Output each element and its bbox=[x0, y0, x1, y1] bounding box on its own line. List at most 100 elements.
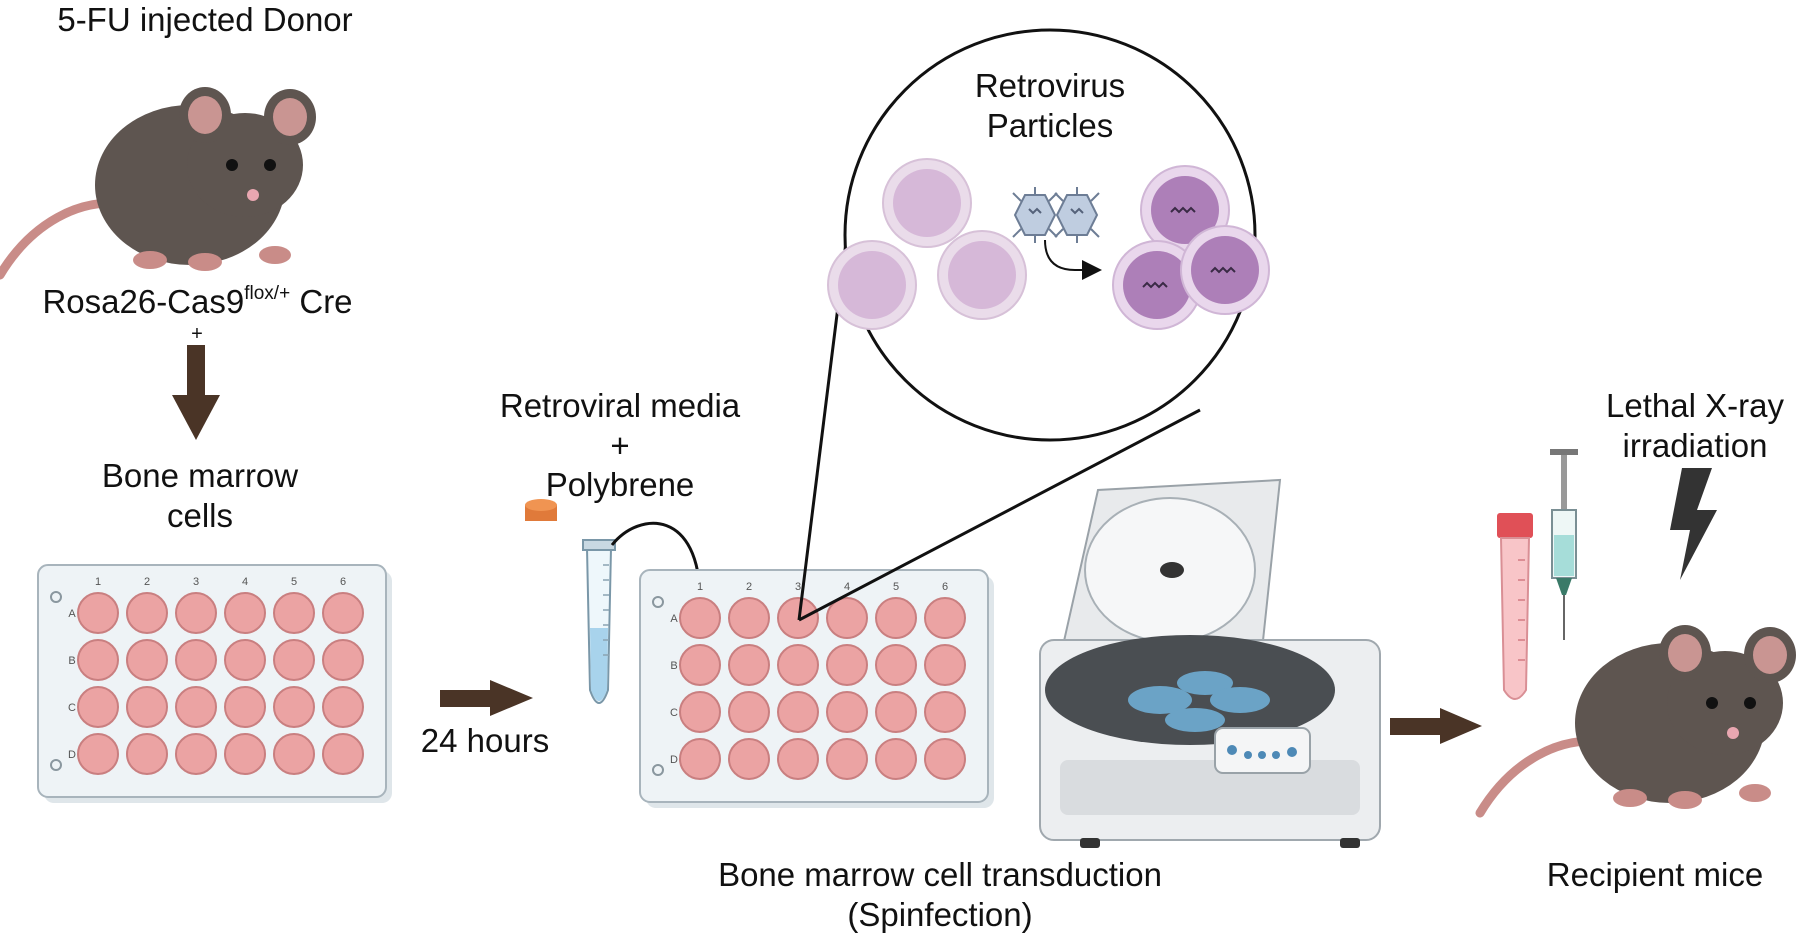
plate-well bbox=[826, 597, 868, 639]
cell-untransduced bbox=[827, 240, 917, 330]
media-line2: Polybrene bbox=[545, 466, 695, 504]
plate-well bbox=[77, 592, 119, 634]
plate-column-label: 1 bbox=[697, 581, 703, 593]
cell-transduced bbox=[1180, 225, 1270, 315]
plate-well bbox=[175, 686, 217, 728]
down-arrow bbox=[172, 345, 220, 440]
plate-well bbox=[126, 639, 168, 681]
plate-well bbox=[875, 644, 917, 686]
plate-column-label: 5 bbox=[893, 581, 899, 593]
plate-column-label: 1 bbox=[95, 576, 101, 588]
plate-column-label: 6 bbox=[942, 581, 948, 593]
plate-well bbox=[126, 733, 168, 775]
genotype-plus: + bbox=[191, 323, 203, 345]
right-arrow-24h bbox=[440, 680, 533, 716]
plate-well bbox=[322, 686, 364, 728]
lightning-bolt-icon bbox=[1670, 468, 1717, 580]
right-arrow-transplant bbox=[1390, 708, 1482, 744]
plate-row-label: C bbox=[670, 707, 678, 719]
conical-tube-icon bbox=[582, 539, 616, 704]
cell-untransduced bbox=[882, 158, 972, 248]
plate-well bbox=[679, 597, 721, 639]
plate-well bbox=[126, 686, 168, 728]
donor-mouse-icon bbox=[0, 87, 316, 275]
genotype-superscript: flox/+ bbox=[244, 283, 291, 304]
plate-well bbox=[728, 644, 770, 686]
plate-well bbox=[273, 639, 315, 681]
plate-well bbox=[826, 738, 868, 780]
plate-well bbox=[777, 738, 819, 780]
plate-column-label: 4 bbox=[242, 576, 248, 588]
zoom-circle bbox=[827, 28, 1270, 442]
media-plus: + bbox=[610, 426, 630, 464]
plate-well bbox=[875, 738, 917, 780]
plate-well bbox=[679, 738, 721, 780]
plate-well bbox=[273, 733, 315, 775]
hours-label: 24 hours bbox=[420, 722, 550, 759]
plate-column-label: 3 bbox=[795, 581, 801, 593]
plate-well bbox=[175, 733, 217, 775]
plate-well bbox=[77, 686, 119, 728]
plate-well bbox=[224, 686, 266, 728]
plate-well bbox=[224, 592, 266, 634]
plate-well bbox=[679, 691, 721, 733]
xray-line2: irradiation bbox=[1622, 426, 1768, 464]
transduction-line2: (Spinfection) bbox=[847, 895, 1033, 933]
plate-well bbox=[826, 691, 868, 733]
plate-well bbox=[924, 738, 966, 780]
bone-marrow-line1: Bone marrow bbox=[101, 457, 299, 494]
plate-row-label: C bbox=[68, 702, 76, 714]
plate-column-label: 5 bbox=[291, 576, 297, 588]
plate-well bbox=[175, 639, 217, 681]
culture-plate-right: 1 2 3 4 5 6A B C D bbox=[639, 569, 994, 808]
plate-row-label: D bbox=[670, 754, 678, 766]
plate-column-label: 4 bbox=[844, 581, 850, 593]
plate-well bbox=[77, 639, 119, 681]
recipient-label: Recipient mice bbox=[1546, 856, 1764, 893]
plate-well bbox=[826, 644, 868, 686]
donor-title: 5-FU injected Donor bbox=[57, 1, 353, 38]
plate-well bbox=[126, 592, 168, 634]
xray-label: Lethal X-ray irradiation bbox=[1590, 386, 1800, 465]
plate-well bbox=[924, 644, 966, 686]
plate-well bbox=[777, 691, 819, 733]
syringe-icon bbox=[1550, 449, 1578, 640]
transduction-line1: Bone marrow cell transduction bbox=[718, 856, 1162, 893]
plate-well bbox=[322, 592, 364, 634]
tube-cap-icon bbox=[525, 499, 557, 521]
plate-row-label: B bbox=[68, 655, 75, 667]
plate-well bbox=[679, 644, 721, 686]
transduction-label: Bone marrow cell transduction (Spinfecti… bbox=[680, 855, 1200, 934]
blood-tube-icon bbox=[1497, 513, 1533, 700]
plate-well bbox=[728, 691, 770, 733]
genotype-suffix: Cre bbox=[290, 283, 353, 320]
plate-well bbox=[175, 592, 217, 634]
centrifuge-icon bbox=[1039, 478, 1381, 848]
media-line1: Retroviral media bbox=[499, 387, 741, 424]
plate-well bbox=[224, 639, 266, 681]
plate-column-label: 6 bbox=[340, 576, 346, 588]
virus-line2: Particles bbox=[986, 106, 1114, 144]
plate-well bbox=[875, 691, 917, 733]
plate-well bbox=[224, 733, 266, 775]
plate-well bbox=[924, 691, 966, 733]
plate-well bbox=[322, 733, 364, 775]
plate-well bbox=[273, 686, 315, 728]
plate-column-label: 2 bbox=[746, 581, 752, 593]
bone-marrow-label: Bone marrow cells bbox=[60, 456, 340, 535]
genotype-label: Rosa26-Cas9flox/+ Cre bbox=[25, 282, 370, 322]
plate-well bbox=[322, 639, 364, 681]
plate-row-label: B bbox=[670, 660, 677, 672]
genotype-main: Rosa26-Cas9 bbox=[42, 283, 245, 320]
plate-row-label: D bbox=[68, 749, 76, 761]
virus-line1: Retrovirus bbox=[974, 67, 1126, 104]
plate-well bbox=[924, 597, 966, 639]
plate-column-label: 3 bbox=[193, 576, 199, 588]
zoom-line-right bbox=[798, 408, 1201, 622]
plate-well bbox=[875, 597, 917, 639]
plate-row-label: A bbox=[68, 608, 76, 620]
plate-well bbox=[273, 592, 315, 634]
plate-row-label: A bbox=[670, 613, 678, 625]
